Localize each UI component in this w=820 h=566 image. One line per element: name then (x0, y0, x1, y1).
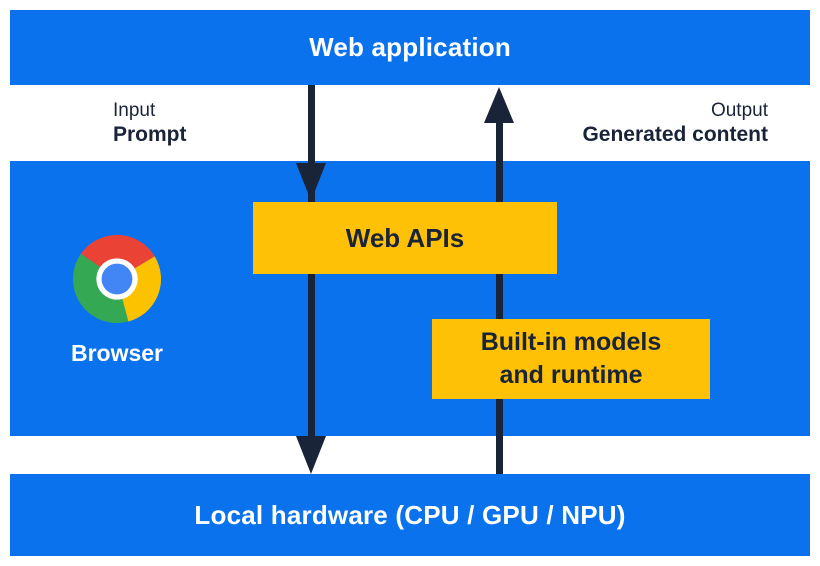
down-arrowhead-icon (296, 436, 326, 474)
browser-label: Browser (70, 340, 164, 366)
input-label: Input (113, 100, 156, 121)
output-labels: Output Generated content (582, 99, 768, 148)
output-label: Output (710, 100, 768, 121)
web-apis-label: Web APIs (345, 222, 465, 253)
web-apis-box: Web APIs (253, 202, 557, 274)
builtin-models-label-line2: and runtime (499, 361, 643, 389)
chrome-browser-icon (72, 234, 162, 324)
web-application-label: Web application (309, 32, 511, 62)
input-labels: Input Prompt (113, 99, 187, 148)
builtin-models-label-line1: Built-in models (480, 328, 662, 356)
down-arrowhead-icon (296, 163, 326, 201)
local-hardware-bar: Local hardware (CPU / GPU / NPU) (10, 474, 810, 556)
output-flow-arrow-line (496, 122, 503, 474)
up-arrowhead-icon (484, 87, 514, 123)
prompt-label: Prompt (113, 123, 187, 146)
generated-content-label: Generated content (582, 123, 768, 146)
web-application-bar: Web application (10, 10, 810, 85)
builtin-models-box: Built-in models and runtime (432, 319, 710, 399)
local-hardware-label: Local hardware (CPU / GPU / NPU) (194, 499, 626, 530)
